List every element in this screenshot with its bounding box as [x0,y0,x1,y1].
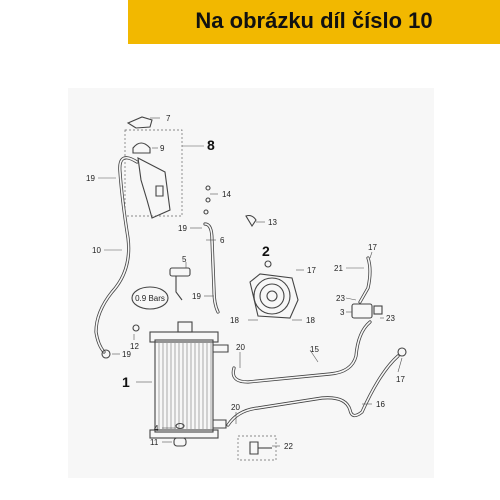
hose-16 [226,354,400,427]
callout-22: 22 [284,442,293,451]
radiator-cap-5 [131,267,191,310]
banner-title: Na obrázku díl číslo 10 [195,8,433,33]
callout-15: 15 [310,345,319,354]
callout-12: 12 [130,342,139,351]
callout-4: 4 [154,424,159,433]
callout-20-b: 20 [231,403,240,412]
callout-14: 14 [222,190,231,199]
hose-15 [231,320,372,384]
thermostat-3 [351,303,383,319]
callout-6: 6 [220,236,225,245]
callout-18-c: 18 [306,316,315,325]
bolt-12 [132,324,140,332]
grommet-11 [173,437,187,447]
callout-5: 5 [182,255,187,264]
radiator-1 [149,321,229,439]
callout-23-a: 23 [336,294,345,303]
callout-11: 11 [150,438,159,447]
bolts-14 [203,185,211,215]
expansion-tank-group [124,116,183,219]
callout-17-b: 17 [396,375,405,384]
hose-10 [94,156,139,354]
bolt-22-group [237,435,277,461]
hose-21 [358,256,372,304]
callout-9: 9 [160,144,165,153]
callout-16: 16 [376,400,385,409]
title-banner: Na obrázku díl číslo 10 [128,0,500,44]
tank-group-outline [124,129,183,217]
clamp-19-lower [101,349,111,359]
callout-10: 10 [92,246,101,255]
clamp-17-lower [397,347,407,357]
callout-3: 3 [340,308,345,317]
callout-21: 21 [334,264,343,273]
callout-17-a: 17 [368,243,377,252]
cap-pressure-label: 0.9 Bars [135,294,165,303]
callout-19-b: 19 [178,224,187,233]
leader-lines [98,117,403,447]
callout-18-a: 17 [307,266,316,275]
callout-7: 7 [166,114,171,123]
callout-23-b: 23 [386,314,395,323]
washer-4 [175,422,185,430]
callout-19-a: 19 [86,174,95,183]
filler-cap-9 [132,142,151,154]
callout-20-a: 20 [236,343,245,352]
clip-13 [245,214,257,228]
callout-13: 13 [268,218,277,227]
callout-2: 2 [262,243,270,259]
expansion-tank [137,157,171,219]
fan-assembly-2 [249,260,299,319]
callout-1: 1 [122,374,130,390]
diagram-background [68,88,434,478]
hose-6 [203,222,220,314]
tank-label-plate [155,185,164,197]
tank-cap-7 [126,116,153,129]
callout-18-b: 18 [230,316,239,325]
callout-19-c: 19 [192,292,201,301]
callout-8: 8 [207,137,215,153]
callout-19-d: 19 [122,350,131,359]
